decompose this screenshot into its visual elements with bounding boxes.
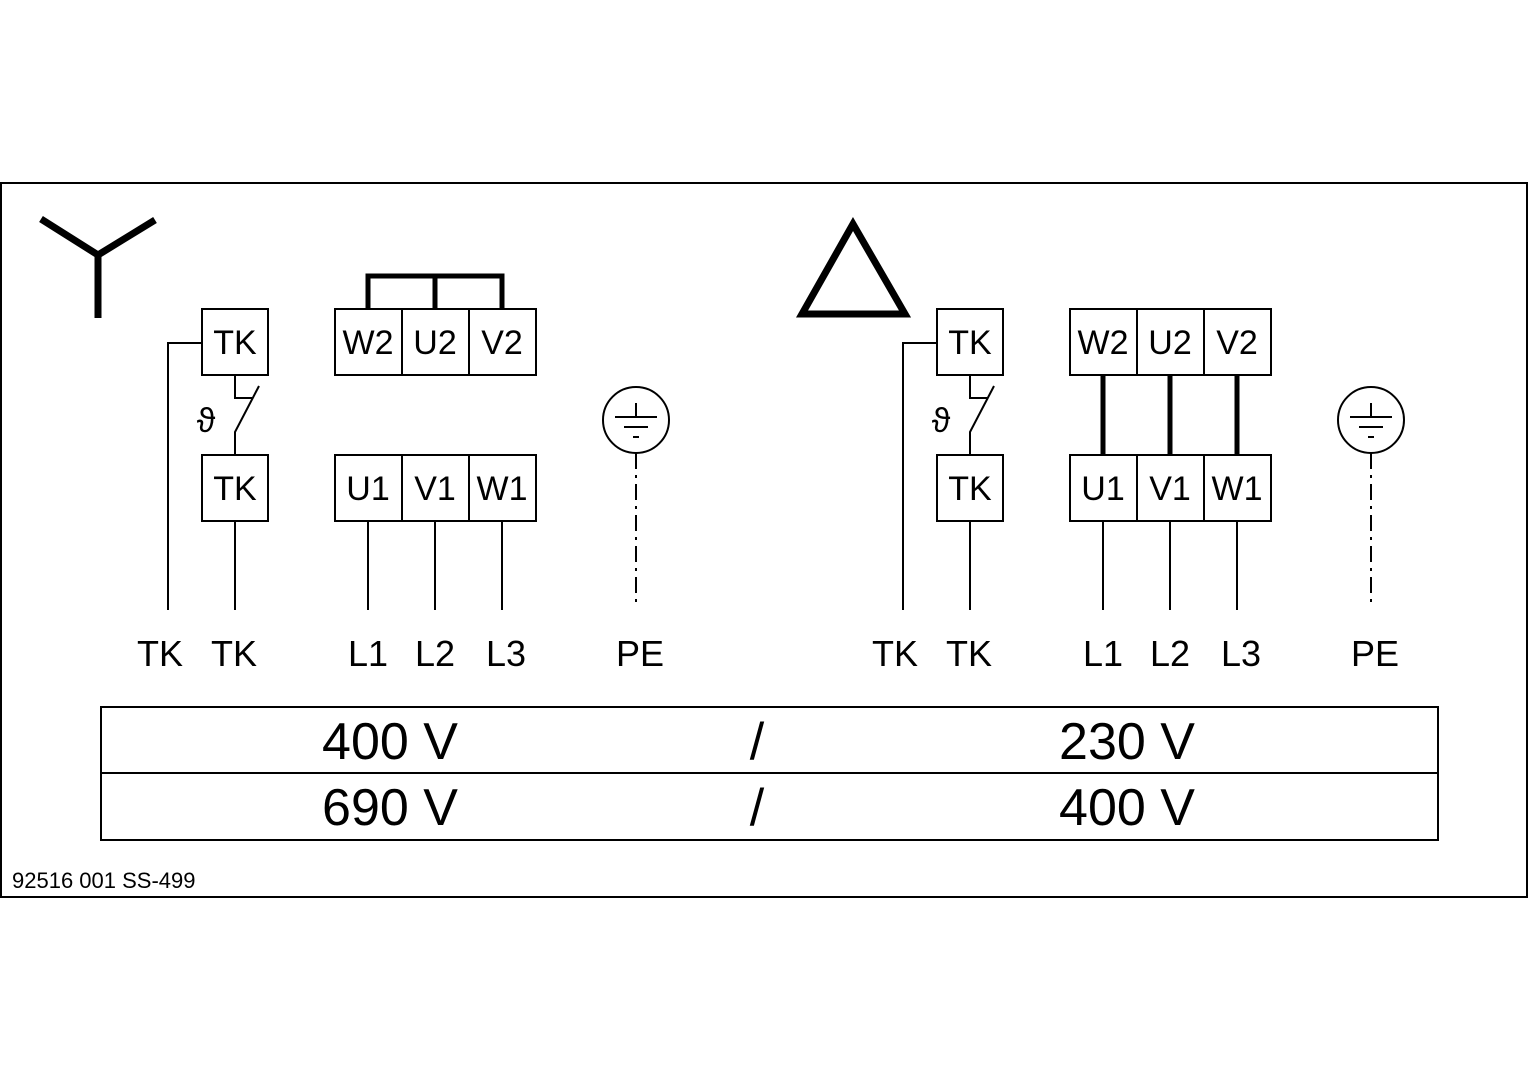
motor-terminal-box bbox=[468, 308, 537, 376]
tk-terminal-box bbox=[201, 454, 269, 522]
label-l1: L1 bbox=[1083, 633, 1123, 674]
motor-terminal-box bbox=[401, 308, 470, 376]
motor-terminal-label: V2 bbox=[481, 324, 523, 362]
motor-terminal-label: U2 bbox=[1148, 324, 1191, 362]
drawing-number: 92516 001 SS-499 bbox=[12, 868, 196, 893]
label-l3: L3 bbox=[486, 633, 526, 674]
tk-wire-1 bbox=[902, 342, 937, 610]
label-tk-1: TK bbox=[872, 633, 918, 674]
voltage-separator-row1: / bbox=[750, 713, 765, 771]
motor-terminal-box bbox=[401, 454, 470, 522]
tk-terminal-label: TK bbox=[213, 470, 257, 508]
motor-terminal-box bbox=[1136, 308, 1205, 376]
tk-terminal-box bbox=[936, 454, 1004, 522]
voltage-table: 400 V / 230 V 690 V / 400 V bbox=[100, 706, 1439, 841]
tk-terminal-label: TK bbox=[213, 324, 257, 362]
theta-thermal-icon: ϑ bbox=[197, 402, 216, 440]
motor-terminal-label: V1 bbox=[414, 470, 456, 508]
voltage-separator-row2: / bbox=[750, 779, 765, 837]
label-tk-1: TK bbox=[137, 633, 183, 674]
motor-terminal-label: W2 bbox=[1078, 324, 1129, 362]
star-symbol-icon bbox=[39, 216, 157, 318]
voltage-star-row1: 400 V bbox=[322, 713, 458, 771]
voltage-star-row2: 690 V bbox=[322, 779, 458, 837]
motor-terminal-label: W1 bbox=[1212, 470, 1263, 508]
voltage-delta-row1: 230 V bbox=[1059, 713, 1195, 771]
motor-terminal-box bbox=[1203, 454, 1272, 522]
delta-symbol-icon bbox=[795, 216, 912, 318]
label-l1: L1 bbox=[348, 633, 388, 674]
label-pe: PE bbox=[1351, 633, 1399, 674]
star-bridge bbox=[365, 273, 505, 309]
label-l2: L2 bbox=[415, 633, 455, 674]
outer-frame bbox=[0, 182, 1528, 898]
motor-terminal-label: V2 bbox=[1216, 324, 1258, 362]
theta-thermal-icon: ϑ bbox=[932, 402, 951, 440]
tk-terminal-box bbox=[201, 308, 269, 376]
label-tk-2: TK bbox=[946, 633, 992, 674]
motor-terminal-label: W2 bbox=[343, 324, 394, 362]
thermal-switch-icon bbox=[969, 376, 995, 610]
motor-terminal-label: U2 bbox=[413, 324, 456, 362]
label-l2: L2 bbox=[1150, 633, 1190, 674]
motor-terminal-box bbox=[1069, 308, 1138, 376]
motor-terminal-label: W1 bbox=[477, 470, 528, 508]
earth-ground-icon bbox=[1337, 386, 1405, 454]
label-pe: PE bbox=[616, 633, 664, 674]
tk-terminal-label: TK bbox=[948, 324, 992, 362]
tk-terminal-box bbox=[936, 308, 1004, 376]
thermal-switch-icon bbox=[234, 376, 260, 610]
label-tk-2: TK bbox=[211, 633, 257, 674]
motor-terminal-label: U1 bbox=[1081, 470, 1124, 508]
motor-terminal-label: U1 bbox=[346, 470, 389, 508]
voltage-delta-row2: 400 V bbox=[1059, 779, 1195, 837]
earth-ground-icon bbox=[602, 386, 670, 454]
tk-terminal-label: TK bbox=[948, 470, 992, 508]
motor-terminal-box bbox=[1136, 454, 1205, 522]
motor-terminal-box bbox=[1203, 308, 1272, 376]
motor-terminal-label: V1 bbox=[1149, 470, 1191, 508]
label-l3: L3 bbox=[1221, 633, 1261, 674]
tk-wire-1 bbox=[167, 342, 202, 610]
